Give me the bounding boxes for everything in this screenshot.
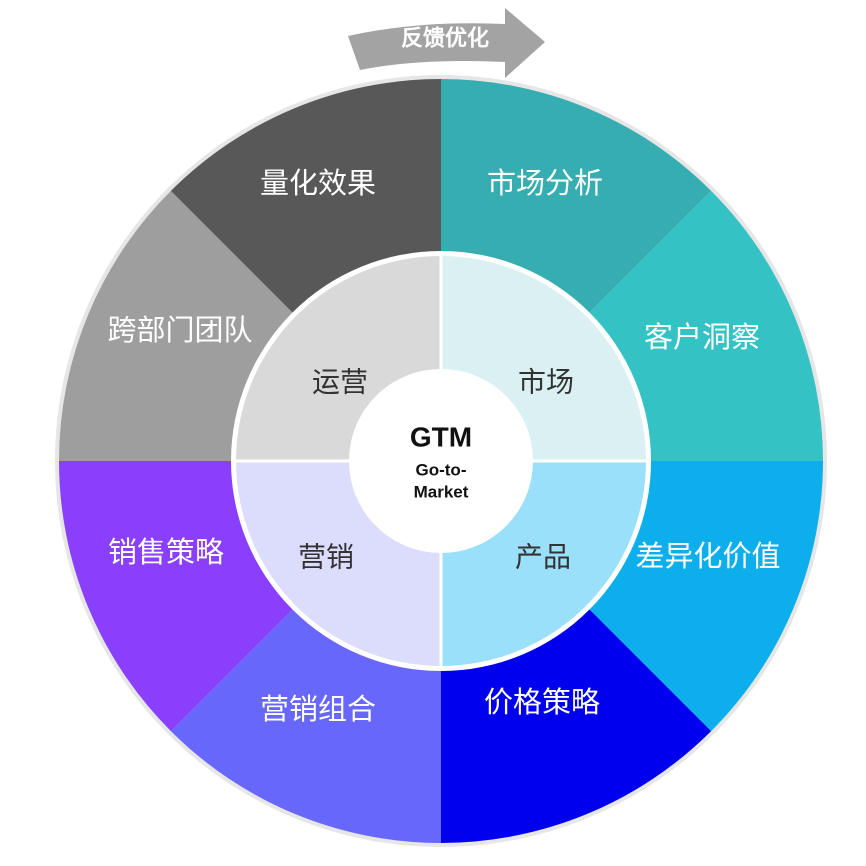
core-circle	[353, 373, 529, 549]
inner-segment-marketing	[236, 461, 441, 666]
outer-label-sales-strategy: 销售策略	[108, 536, 224, 569]
outer-segment-market-analysis	[441, 79, 712, 320]
feedback-arrow: 反馈优化	[348, 8, 545, 78]
outer-label-differentiated-value: 差异化价值	[635, 540, 780, 573]
outer-segment-sales-strategy	[59, 461, 300, 732]
outer-segment-customer-insight	[582, 190, 823, 461]
outer-label-cross-team: 跨部门团队	[107, 314, 252, 347]
core-title: GTM	[410, 422, 472, 453]
inner-ring	[235, 255, 647, 667]
inner-label-marketing: 营销	[298, 542, 354, 573]
core-subtitle-line2: Market	[414, 483, 469, 502]
core-subtitle-line1: Go-to-	[416, 461, 467, 480]
feedback-arrow-icon	[348, 8, 545, 78]
outer-segment-pricing-strategy	[441, 602, 712, 843]
inner-labels: 运营 市场 产品 营销	[298, 367, 574, 573]
outer-segment-cross-team	[59, 190, 300, 461]
outer-label-marketing-mix: 营销组合	[260, 693, 376, 726]
inner-label-market: 市场	[518, 367, 574, 398]
inner-segment-market	[441, 256, 646, 461]
inner-segment-ops	[236, 256, 441, 461]
outer-label-quantify-results: 量化效果	[260, 167, 376, 200]
outer-labels: 量化效果 市场分析 客户洞察 差异化价值 价格策略 营销组合 销售策略 跨部门团…	[107, 167, 780, 726]
inner-segment-product	[441, 461, 646, 666]
outer-ring	[59, 79, 823, 843]
inner-label-product: 产品	[515, 542, 571, 573]
outer-label-market-analysis: 市场分析	[487, 167, 603, 200]
outer-segment-differentiated-value	[582, 461, 823, 732]
outer-segment-marketing-mix	[170, 602, 441, 843]
outer-label-customer-insight: 客户洞察	[644, 321, 760, 354]
outer-label-pricing-strategy: 价格策略	[484, 686, 600, 719]
feedback-arrow-label: 反馈优化	[401, 26, 489, 51]
outer-segment-quantify-results	[170, 79, 441, 320]
inner-label-ops: 运营	[312, 367, 368, 398]
